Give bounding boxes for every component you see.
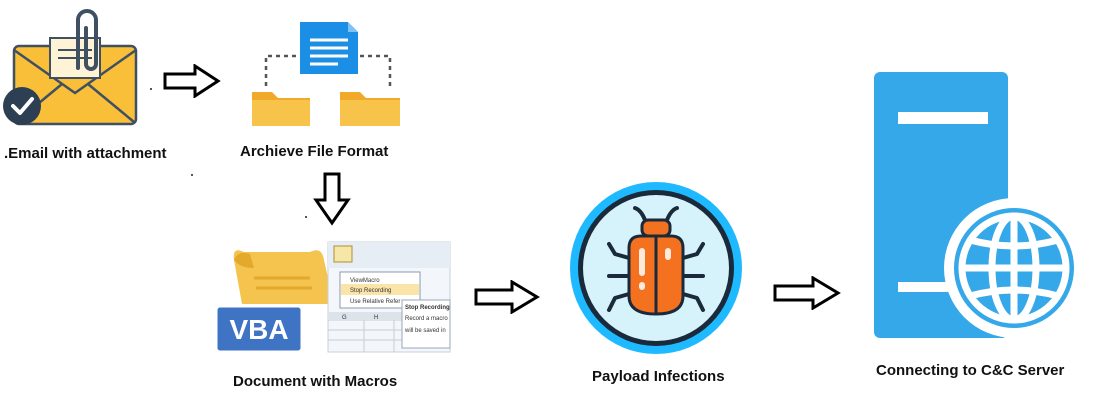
- arrow-right-2: [474, 280, 540, 314]
- archive-label: Archieve File Format: [240, 143, 389, 160]
- server-node: [872, 70, 1084, 342]
- arrow-right-3: [773, 276, 841, 310]
- tooltip-title: Stop Recording: [405, 305, 450, 311]
- payload-label: Payload Infections: [592, 368, 725, 385]
- email-attachment-icon: [3, 9, 138, 126]
- email-node: [0, 8, 145, 133]
- arrow-down: [313, 172, 351, 226]
- payload-node: [565, 178, 747, 358]
- arrow-right-1: [163, 64, 221, 98]
- macro-document-icon: G H ViewMacro Stop Recording Use Relativ…: [214, 241, 451, 354]
- menu-item-view-macro: ViewMacro: [350, 278, 380, 284]
- menu-item-stop-recording: Stop Recording: [350, 288, 391, 294]
- menu-item-relative-ref: Use Relative Refer: [350, 299, 400, 305]
- server-label: Connecting to C&C Server: [876, 362, 1065, 379]
- stray-dot: [150, 88, 152, 90]
- archive-folders-icon: [252, 22, 400, 126]
- document-label: Document with Macros: [233, 373, 398, 390]
- bug-virus-icon: [570, 182, 742, 354]
- col-header-h: H: [374, 315, 378, 321]
- tooltip-line-1: Record a macro: [405, 316, 448, 322]
- server-globe-icon: [874, 72, 1084, 338]
- tooltip-line-2: will be saved in: [404, 328, 446, 334]
- stray-dot: [305, 216, 307, 218]
- email-label: .Email with attachment: [4, 145, 167, 162]
- stray-dot: [191, 174, 193, 176]
- document-node: G H ViewMacro Stop Recording Use Relativ…: [214, 238, 454, 356]
- vba-badge: VBA: [229, 314, 288, 345]
- col-header-g: G: [342, 315, 347, 321]
- archive-node: [248, 18, 408, 130]
